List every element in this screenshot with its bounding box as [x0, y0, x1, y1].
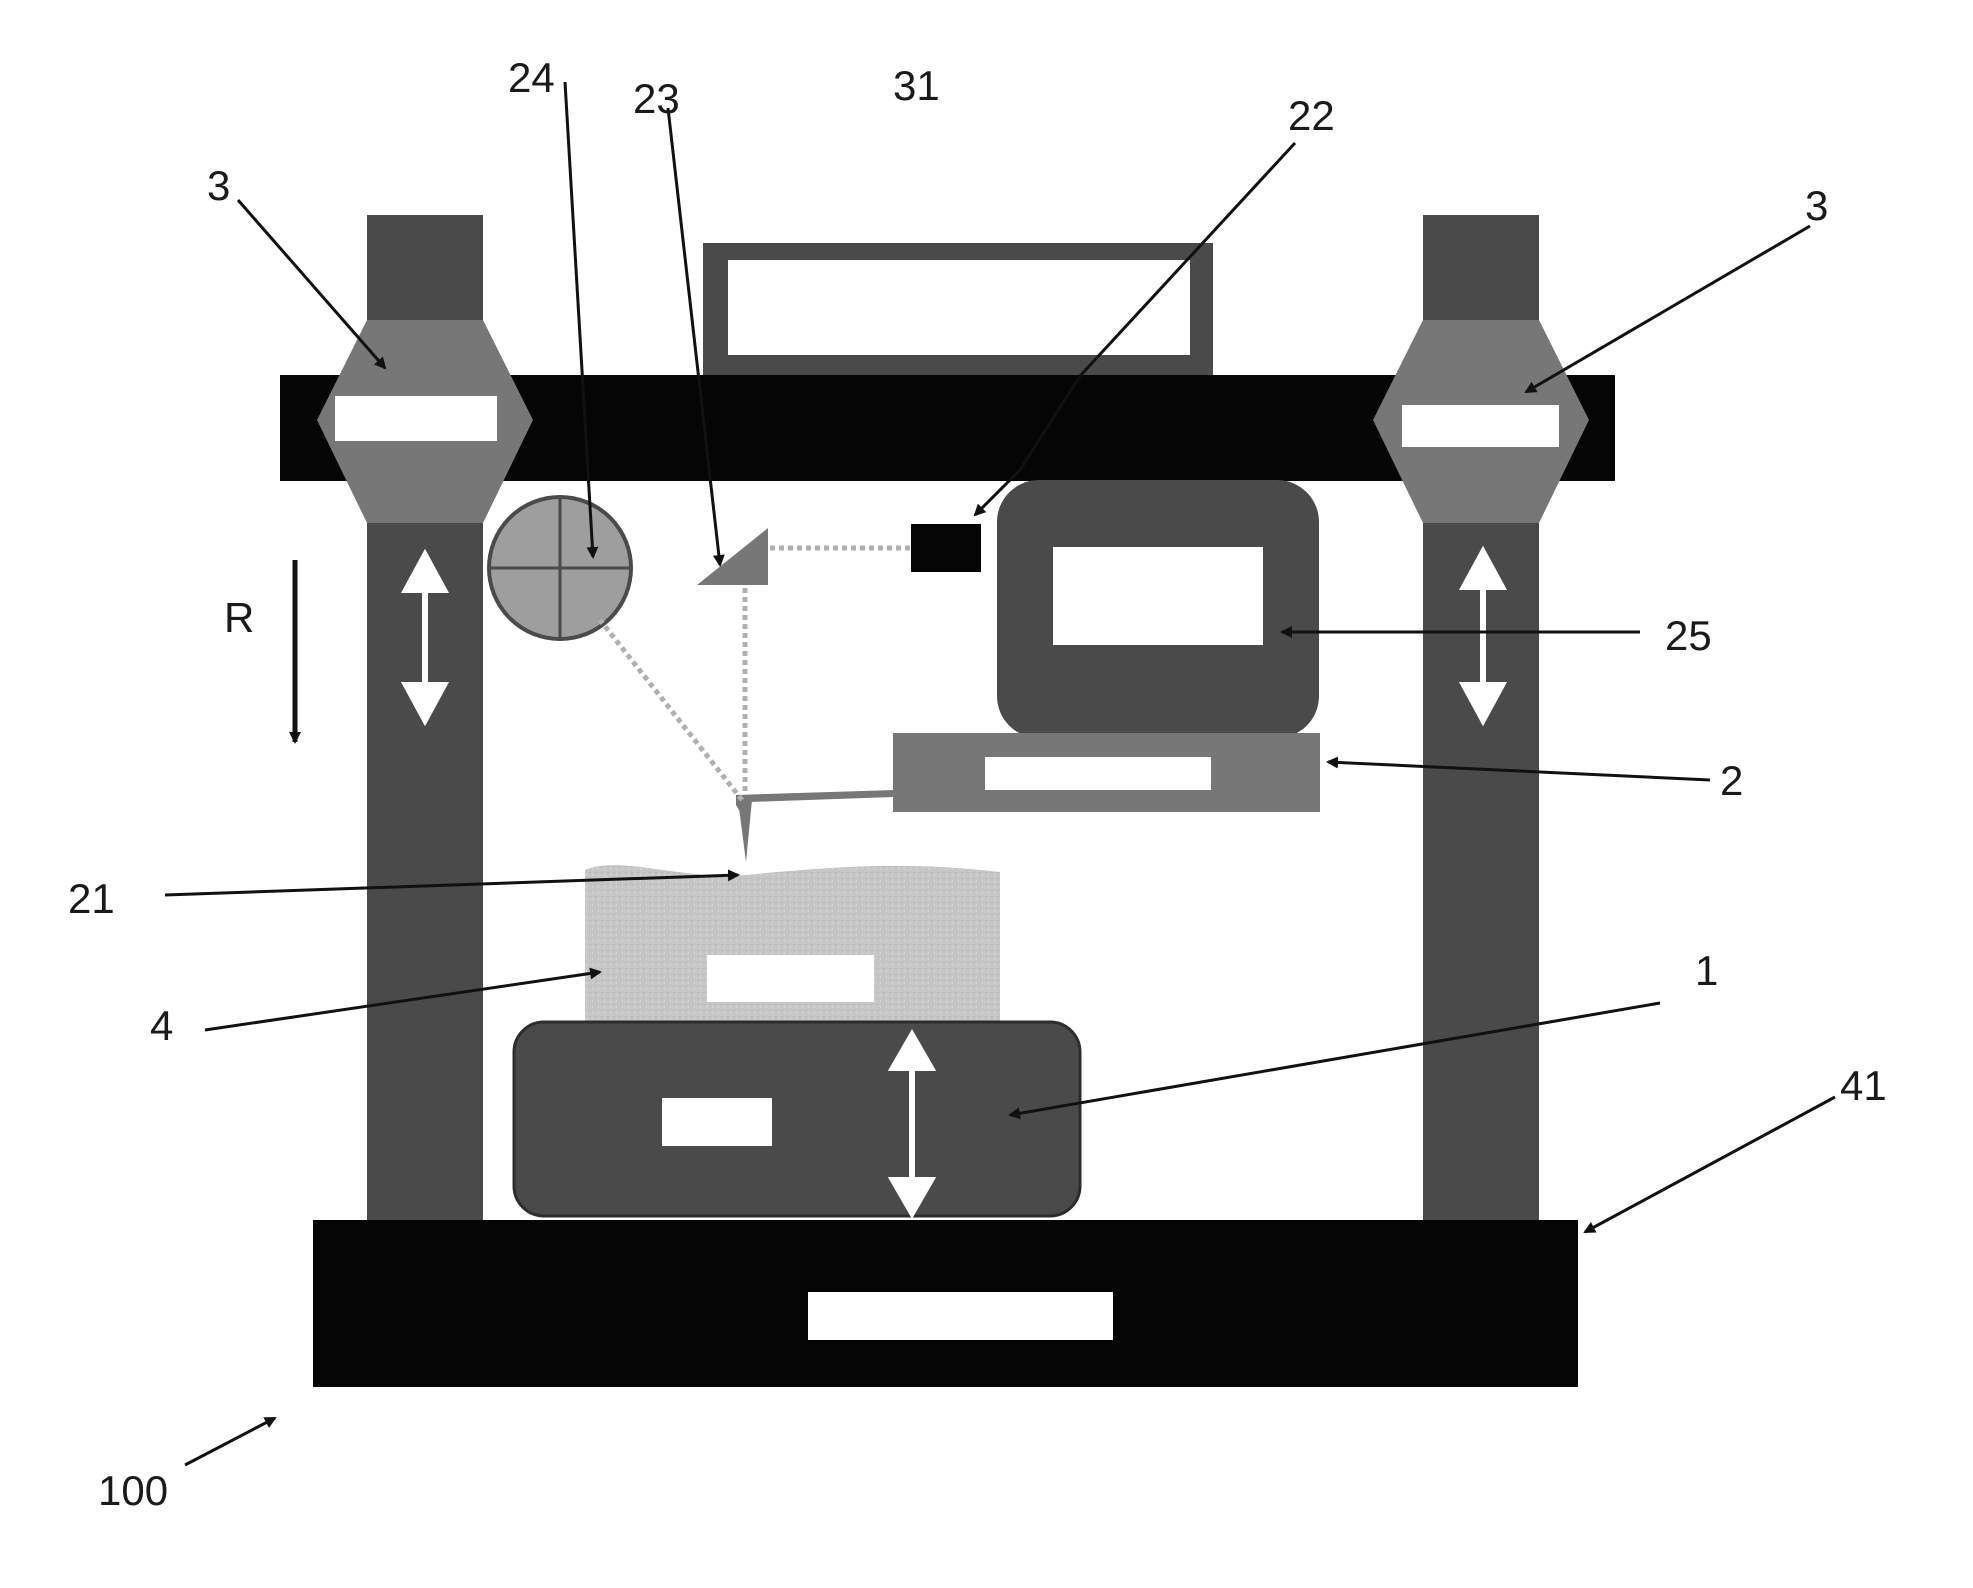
label-2: 2 — [1720, 757, 1743, 804]
arm-label-plate — [985, 757, 1211, 790]
mirror-prism — [697, 528, 768, 585]
base-label-plate — [808, 1292, 1113, 1340]
laser-beam-paths — [600, 548, 910, 800]
controller-screen — [1053, 547, 1263, 645]
label-24: 24 — [508, 54, 555, 101]
label-1: 1 — [1695, 947, 1718, 994]
sensor-block — [911, 524, 981, 572]
label-3-left: 3 — [207, 162, 230, 209]
label-31: 31 — [893, 62, 940, 109]
label-41: 41 — [1840, 1062, 1887, 1109]
stage-label-plate — [662, 1098, 772, 1146]
sample-label-plate — [707, 955, 874, 1002]
label-21: 21 — [68, 875, 115, 922]
collar-left-label-plate — [335, 396, 497, 441]
label-3-right: 3 — [1805, 182, 1828, 229]
label-4: 4 — [150, 1002, 173, 1049]
label-r: R — [224, 594, 254, 641]
collar-right-label-plate — [1402, 405, 1559, 447]
top-unit-inner — [728, 260, 1190, 355]
label-100: 100 — [98, 1467, 168, 1514]
sample-stage — [514, 1022, 1080, 1216]
lens-detector — [489, 497, 631, 639]
probe-tip — [738, 800, 752, 862]
label-25: 25 — [1665, 612, 1712, 659]
label-22: 22 — [1288, 92, 1335, 139]
label-23: 23 — [633, 75, 680, 122]
